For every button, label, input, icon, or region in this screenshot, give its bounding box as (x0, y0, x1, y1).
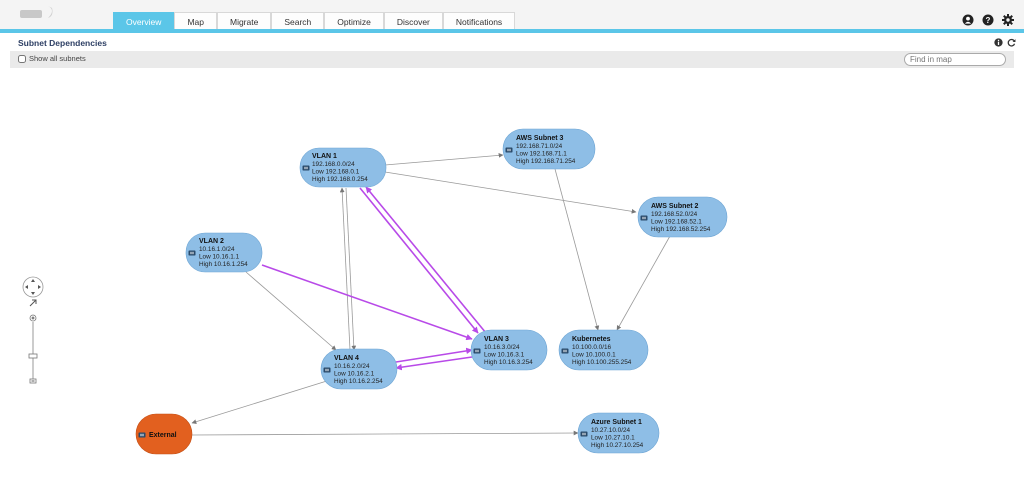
zoom-in-button[interactable] (29, 314, 37, 322)
tab-migrate[interactable]: Migrate (216, 12, 272, 30)
tab-notifications[interactable]: Notifications (442, 12, 516, 30)
node-kube-name: Kubernetes (572, 336, 611, 343)
node-aws2-cidr: 192.168.52.0/24 (651, 211, 698, 218)
tab-map[interactable]: Map (174, 12, 217, 30)
node-azure1-cidr: 10.27.10.0/24 (591, 427, 631, 434)
edge-vlan4-vlan1-b (339, 187, 351, 351)
node-azure1-high: High 10.27.10.254 (591, 442, 644, 449)
accent-stripe (0, 29, 1024, 33)
node-vlan2-name: VLAN 2 (199, 238, 224, 245)
node-aws2-name: AWS Subnet 2 (651, 203, 699, 210)
main-tabs: Overview Map Migrate Search Optimize Dis… (113, 12, 516, 30)
node-aws3-high: High 192.168.71.254 (516, 158, 576, 165)
title-icons (994, 38, 1016, 47)
top-right-icons: ? (962, 14, 1014, 26)
node-azure1-name: Azure Subnet 1 (591, 419, 642, 426)
edge-aws2-kube (616, 235, 671, 331)
page-title: Subnet Dependencies (18, 38, 107, 48)
map-navigation-control (22, 276, 44, 384)
node-vlan1[interactable]: VLAN 1 192.168.0.0/24 Low 192.168.0.1 Hi… (299, 147, 387, 188)
tab-optimize[interactable]: Optimize (324, 12, 384, 30)
edge-vlan4-external (191, 379, 331, 425)
edge-vlan3-vlan4-b (395, 356, 473, 371)
node-external[interactable]: External (135, 413, 193, 455)
node-kube-low: Low 10.100.0.1 (572, 352, 616, 359)
edge-vlan1-aws3 (384, 152, 504, 166)
node-vlan4-high: High 10.16.2.254 (334, 378, 383, 385)
node-vlan2[interactable]: VLAN 2 10.16.1.0/24 Low 10.16.1.1 High 1… (185, 232, 263, 273)
node-vlan1-name: VLAN 1 (312, 153, 337, 160)
node-aws3-low: Low 192.168.71.1 (516, 151, 567, 158)
svg-text:?: ? (986, 16, 991, 25)
node-kube-high: High 10.100.255.254 (572, 359, 632, 366)
company-logo (20, 6, 53, 18)
tab-search[interactable]: Search (271, 12, 325, 30)
node-vlan3-cidr: 10.16.3.0/24 (484, 344, 520, 351)
map-toolbar: Show all subnets (10, 51, 1014, 68)
edges-heavy (261, 186, 487, 371)
node-vlan4-cidr: 10.16.2.0/24 (334, 363, 370, 370)
user-icon[interactable] (962, 14, 974, 26)
pan-control[interactable] (22, 276, 44, 298)
node-external-name: External (149, 432, 177, 439)
edge-vlan4-vlan3-a (395, 347, 473, 363)
edge-vlan2-vlan3 (261, 264, 473, 341)
edge-vlan2-vlan4 (245, 271, 337, 351)
node-vlan4-low: Low 10.16.2.1 (334, 371, 375, 378)
node-vlan4-name: VLAN 4 (334, 355, 359, 362)
node-vlan2-high: High 10.16.1.254 (199, 261, 248, 268)
node-vlan1-high: High 192.168.0.254 (312, 176, 368, 183)
node-vlan2-low: Low 10.16.1.1 (199, 254, 240, 261)
node-aws2[interactable]: AWS Subnet 2 192.168.52.0/24 Low 192.168… (637, 196, 728, 238)
subnet-dependency-map: VLAN 1 192.168.0.0/24 Low 192.168.0.1 Hi… (135, 128, 728, 455)
node-azure1[interactable]: Azure Subnet 1 10.27.10.0/24 Low 10.27.1… (577, 412, 660, 454)
tab-overview[interactable]: Overview (113, 12, 175, 30)
node-vlan3-low: Low 10.16.3.1 (484, 352, 525, 359)
node-kubernetes[interactable]: Kubernetes 10.100.0.0/16 Low 10.100.0.1 … (558, 329, 649, 371)
info-icon[interactable] (994, 38, 1003, 47)
show-all-subnets-checkbox[interactable] (18, 54, 26, 63)
node-azure1-low: Low 10.27.10.1 (591, 435, 635, 442)
node-aws2-low: Low 192.168.52.1 (651, 219, 702, 226)
gear-icon[interactable] (1002, 14, 1014, 26)
edges-gray (191, 152, 671, 436)
edge-vlan1-vlan3-a (359, 187, 479, 334)
node-vlan1-cidr: 192.168.0.0/24 (312, 161, 355, 168)
node-vlan3[interactable]: VLAN 3 10.16.3.0/24 Low 10.16.3.1 High 1… (470, 329, 548, 371)
edge-aws3-kube (554, 168, 600, 331)
edge-vlan1-vlan4-a (345, 187, 357, 351)
node-aws3-cidr: 192.168.71.0/24 (516, 143, 563, 150)
find-in-map-input[interactable] (904, 53, 1006, 66)
fit-to-screen-icon[interactable] (29, 299, 37, 307)
show-all-subnets-label: Show all subnets (29, 54, 86, 63)
edge-external-azure1 (191, 430, 579, 436)
zoom-slider-handle[interactable] (28, 353, 38, 359)
node-vlan3-name: VLAN 3 (484, 336, 509, 343)
node-vlan2-cidr: 10.16.1.0/24 (199, 246, 235, 253)
show-all-subnets-toggle[interactable]: Show all subnets (18, 54, 86, 63)
node-kube-cidr: 10.100.0.0/16 (572, 344, 612, 351)
title-row: Subnet Dependencies (0, 34, 1024, 50)
node-vlan1-low: Low 192.168.0.1 (312, 169, 360, 176)
node-aws3[interactable]: AWS Subnet 3 192.168.71.0/24 Low 192.168… (502, 128, 596, 170)
node-vlan3-high: High 10.16.3.254 (484, 359, 533, 366)
edge-vlan1-aws2 (384, 171, 637, 214)
help-icon[interactable]: ? (982, 14, 994, 26)
edge-vlan3-vlan1-b (365, 186, 487, 334)
node-aws3-name: AWS Subnet 3 (516, 135, 564, 142)
top-navigation-bar: Overview Map Migrate Search Optimize Dis… (0, 0, 1024, 30)
tab-discover[interactable]: Discover (383, 12, 443, 30)
node-aws2-high: High 192.168.52.254 (651, 226, 711, 233)
zoom-out-button[interactable] (29, 378, 37, 384)
node-vlan4[interactable]: VLAN 4 10.16.2.0/24 Low 10.16.2.1 High 1… (320, 348, 398, 390)
refresh-icon[interactable] (1007, 38, 1016, 47)
